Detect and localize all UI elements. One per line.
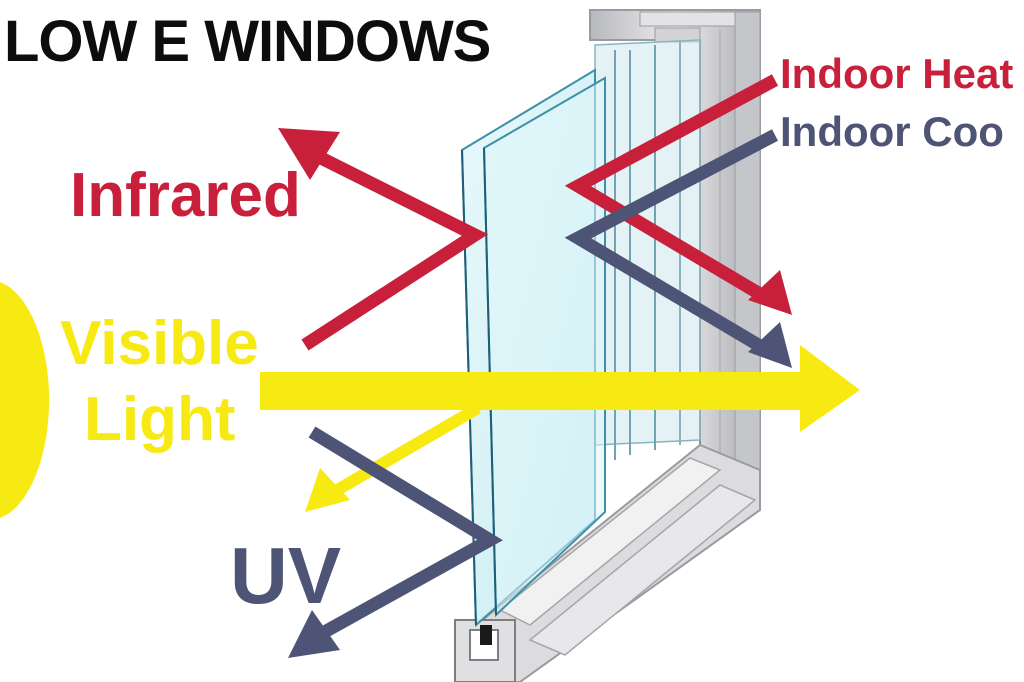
page-title: LOW E WINDOWS (4, 9, 491, 74)
indoor-heat-arrow (564, 74, 792, 315)
indoor-cool-label: Indoor Coo (780, 108, 1004, 155)
infrared-arrow (278, 128, 489, 351)
window-frame-icon (454, 9, 761, 682)
visible-light-label-line1: Visible (60, 309, 259, 378)
visible-light-arrow (260, 345, 860, 512)
indoor-cool-arrow (564, 129, 792, 368)
infrared-label: Infrared (70, 161, 301, 230)
visible-light-label-line2: Light (84, 385, 236, 454)
uv-arrow (288, 426, 503, 658)
indoor-heat-label: Indoor Heat (780, 50, 1014, 97)
sun-icon (0, 282, 50, 518)
uv-label: UV (230, 531, 342, 620)
